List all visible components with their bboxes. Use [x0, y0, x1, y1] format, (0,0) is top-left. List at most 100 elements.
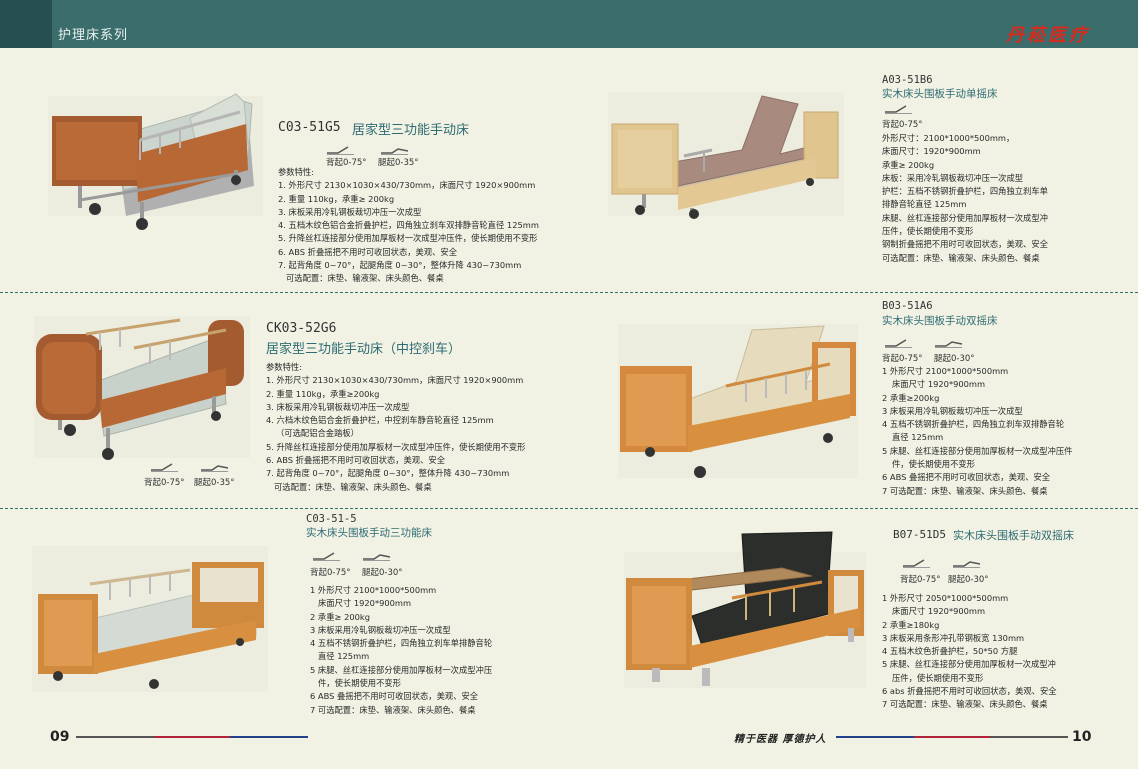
spec-line: 2 承重≥ 200kg: [310, 611, 371, 622]
spec-line: 7. 起背角度 0~70°，起腿角度 0~30°，整体升降 430~730mm: [266, 468, 510, 479]
spec-line: 可选配置：床垫、输液架、床头颜色、餐桌: [286, 273, 444, 284]
model-code: C03-51-5: [306, 513, 357, 525]
leg-angle-label: 腿起0-30°: [948, 575, 989, 585]
back-angle-label: 背起0-75°: [900, 575, 941, 585]
product-photo-b07-51d5: [624, 531, 866, 688]
spec-line: 6. ABS 折叠摇把不用时可收回状态，美观、安全: [278, 246, 458, 257]
footer-slogan: 精于医器 厚德护人: [734, 734, 827, 745]
bed-leg-angle-icon: [381, 148, 409, 155]
product-photo-ck03-52g6: [34, 316, 250, 460]
spec-line: 3. 床板采用冷轧钢板裁切冲压一次成型: [278, 206, 422, 217]
page-header: 护理床系列 丹菘医疗: [0, 0, 1138, 48]
bed-back-angle-icon: [313, 552, 340, 561]
bed-back-angle-icon: [151, 463, 178, 472]
spec-line: 4 五档不锈钢折叠护栏，四角独立刹车单排静音轮: [310, 638, 493, 649]
model-code: C03-51G5: [278, 120, 341, 135]
spec-line: 5 床腿、丝杠连接部分使用加厚板材一次成型冲压: [310, 664, 493, 675]
spec-line: 4 五档木纹色折叠护栏，50*50 方腿: [882, 646, 1018, 657]
footer-line: [230, 736, 308, 738]
spec-line: 5. 升降丝杠连接部分使用加厚板材一次成型冲压件，使长期使用不变形: [266, 441, 526, 452]
footer-line: [914, 736, 990, 738]
spec-line: 直径 125mm: [892, 432, 944, 443]
bed-back-angle-icon: [885, 339, 912, 348]
leg-angle-label: 腿起0-35°: [194, 478, 235, 488]
bed-leg-angle-icon: [363, 554, 391, 561]
row-divider: [0, 508, 1138, 509]
back-angle-label: 背起0-75°: [310, 568, 351, 578]
spec-line: 1 外形尺寸 2100*1000*500mm: [882, 366, 1009, 376]
header-tab-block: [0, 0, 52, 48]
spec-line: 可选配置：床垫、输液架、床头颜色、餐桌: [274, 481, 432, 492]
row-divider: [0, 292, 1138, 293]
product-photo-c03-51-5: [32, 546, 268, 692]
product-photo-a03-51b6: [608, 92, 844, 219]
brand-logo: 丹菘医疗: [1006, 25, 1090, 46]
back-angle-label: 背起0-75°: [882, 354, 923, 364]
spec-line: 3 床板采用冷轧钢板裁切冲压一次成型: [882, 405, 1023, 416]
section-title: 护理床系列: [58, 28, 129, 43]
spec-line: 承重≥ 200kg: [882, 159, 935, 170]
product-name: 实木床头围板手动单摇床: [882, 88, 998, 100]
spec-line: 1. 外形尺寸 2130×1030×430/730mm，床面尺寸 1920×90…: [278, 180, 536, 191]
model-code: B07-51D5: [893, 528, 946, 541]
product-name: 居家型三功能手动床: [352, 123, 470, 138]
spec-line: 3 床板采用条形冲孔带钢板宽 130mm: [882, 632, 1025, 643]
spec-line: 6 ABS 叠摇把不用时可收回状态，美观、安全: [882, 472, 1051, 483]
spec-line: 1 外形尺寸 2100*1000*500mm: [310, 585, 437, 595]
bed-back-angle-icon: [903, 559, 930, 568]
spec-line: 床板：采用冷轧钢板裁切冲压一次成型: [882, 172, 1024, 183]
spec-line: 2. 重量 110kg，承重≥ 200kg: [278, 193, 395, 204]
spec-line: 7 可选配置：床垫、输液架、床头颜色、餐桌: [882, 485, 1048, 496]
spec-line: 3 床板采用冷轧钢板裁切冲压一次成型: [310, 624, 451, 635]
spec-line: 6 abs 折叠摇把不用时可收回状态，美观、安全: [882, 686, 1057, 697]
model-code: B03-51A6: [882, 300, 933, 312]
spec-line: 床面尺寸 1920*900mm: [892, 606, 986, 617]
spec-line: 3. 床板采用冷轧钢板裁切冲压一次成型: [266, 401, 410, 412]
spec-line: 1. 外形尺寸 2130×1030×430/730mm，床面尺寸 1920×90…: [266, 375, 524, 386]
spec-line: 护栏：五档不锈钢折叠护栏，四角独立刹车单: [882, 186, 1048, 197]
spec-list: 参数特性: 1. 外形尺寸 2130×1030×430/730mm，床面尺寸 1…: [278, 166, 539, 286]
spec-line: 床面尺寸 1920*900mm: [318, 598, 412, 609]
product-name: 实木床头围板手动双摇床: [953, 529, 1074, 542]
footer-line: [76, 736, 154, 738]
footer-line: [836, 736, 914, 738]
spec-list: 1 外形尺寸 2100*1000*500mm 床面尺寸 1920*900mm 2…: [882, 365, 1072, 498]
spec-line: 5. 升降丝杠连接部分使用加厚板材一次成型冲压件，使长期使用不变形: [278, 233, 538, 244]
product-name: 实木床头围板手动双摇床: [882, 315, 998, 327]
spec-line: 床腿、丝杠连接部分使用加厚板材一次成型冲: [882, 212, 1048, 223]
product-name: 实木床头围板手动三功能床: [306, 527, 432, 539]
spec-line: 4. 六档木纹色铝合金折叠护栏，中控刹车静音轮直径 125mm: [266, 415, 494, 426]
footer-line: [154, 736, 230, 738]
product-photo-b03-51a6: [618, 324, 858, 478]
bed-back-angle-icon: [885, 105, 912, 114]
spec-line: 床面尺寸：1920*900mm: [882, 146, 981, 157]
spec-line: 钢制折叠摇把不用时可收回状态，美观、安全: [882, 239, 1048, 250]
spec-line: 7. 起背角度 0~70°，起腿角度 0~30°，整体升降 430~730mm: [278, 260, 522, 271]
spec-line: 压件，使长期使用不变形: [892, 672, 984, 683]
spec-list: 1 外形尺寸 2100*1000*500mm 床面尺寸 1920*900mm 2…: [310, 584, 492, 717]
spec-line: （可选配铝合金踏板）: [276, 428, 359, 439]
spec-line: 件，使长期使用不变形: [892, 459, 975, 470]
spec-line: 排静音轮直径 125mm: [882, 199, 967, 210]
product-name: 居家型三功能手动床（中控刹车）: [266, 342, 462, 357]
spec-heading: 参数特性:: [278, 167, 314, 177]
product-photo-c03-51g5: [48, 93, 263, 230]
bed-leg-angle-icon: [201, 465, 229, 472]
bed-leg-angle-icon: [953, 561, 981, 568]
spec-line: 6. ABS 折叠摇把不用时可收回状态，美观、安全: [266, 455, 446, 466]
spec-line: 2 承重≥200kg: [882, 392, 940, 403]
spec-line: 外形尺寸：2100*1000*500mm，: [882, 133, 1015, 143]
page-number-left: 09: [50, 729, 70, 745]
page-number-right: 10: [1072, 729, 1092, 745]
spec-line: 床面尺寸 1920*900mm: [892, 379, 986, 390]
leg-angle-label: 腿起0-30°: [934, 354, 975, 364]
spec-line: 2 承重≥180kg: [882, 619, 940, 630]
spec-line: 可选配置：床垫、输液架、床头颜色、餐桌: [882, 252, 1040, 263]
spec-line: 4. 五档木纹色铝合金折叠护栏，四角独立刹车双排静音轮直径 125mm: [278, 220, 539, 231]
leg-angle-label: 腿起0-30°: [362, 568, 403, 578]
spec-list: 外形尺寸：2100*1000*500mm， 床面尺寸：1920*900mm 承重…: [882, 132, 1048, 265]
spec-line: 6 ABS 叠摇把不用时可收回状态，美观、安全: [310, 691, 479, 702]
spec-line: 直径 125mm: [318, 651, 370, 662]
back-angle-label: 背起0-75°: [326, 158, 367, 168]
spec-line: 4 五档不锈钢折叠护栏，四角独立刹车双排静音轮: [882, 419, 1065, 430]
